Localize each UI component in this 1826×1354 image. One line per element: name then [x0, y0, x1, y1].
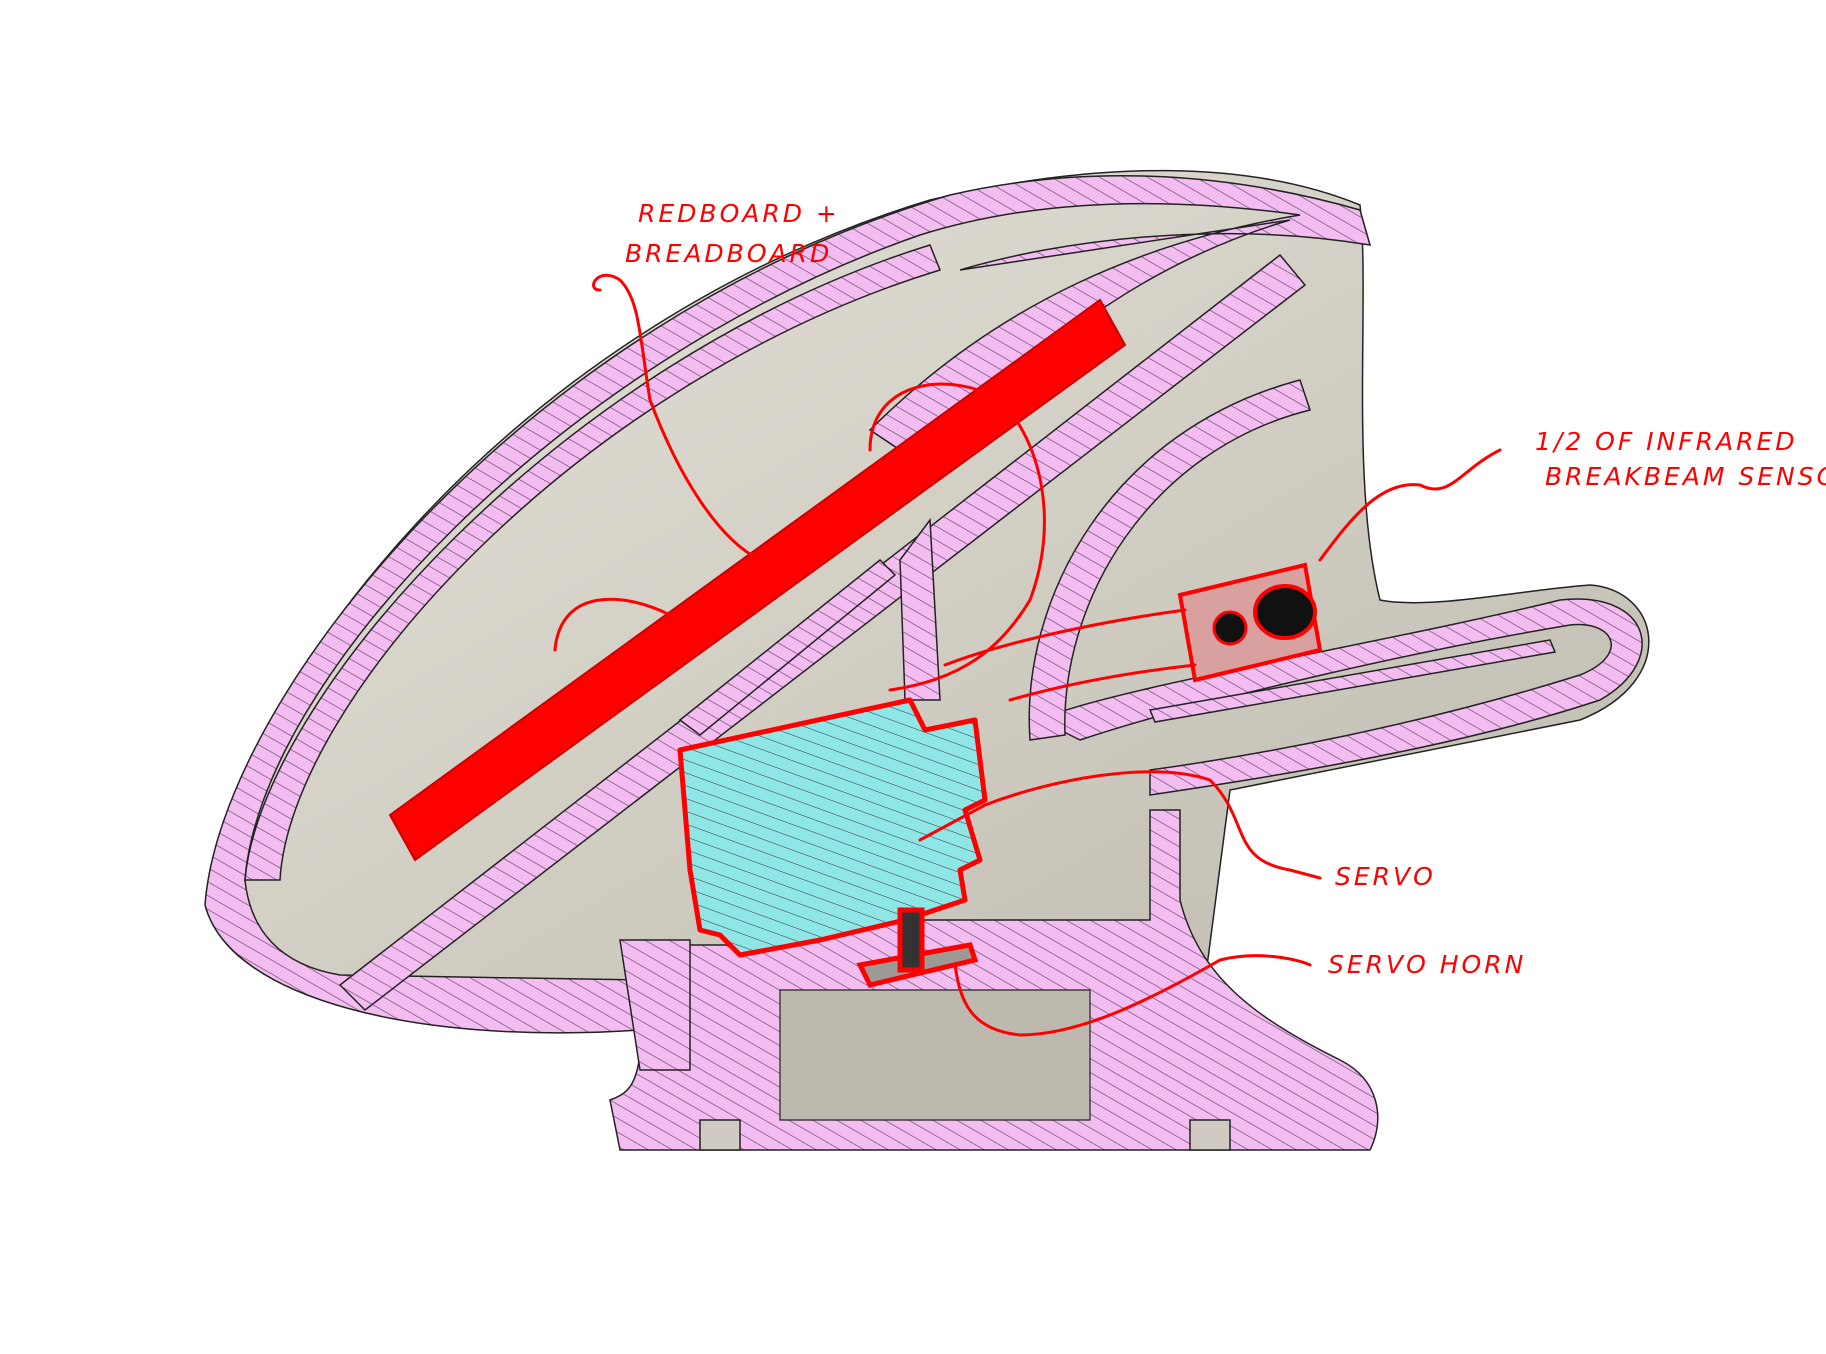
- servo-body: [677, 697, 988, 958]
- sensor-label-line2: BREAKBEAM SENSOR: [1545, 462, 1826, 491]
- servo-horn-label: SERVO HORN: [1328, 950, 1526, 979]
- annotation-labels: REDBOARD + BREADBOARD 1/2 OF INFRARED BR…: [625, 199, 1826, 979]
- redboard-label-line2: BREADBOARD: [625, 239, 832, 268]
- redboard-shape: [388, 298, 1127, 862]
- sensor-shape: [1177, 562, 1323, 683]
- servo-horn-shape: [856, 907, 979, 988]
- redboard-label-line1: REDBOARD +: [638, 199, 840, 228]
- annotation-leaders: [553, 273, 1502, 1037]
- servo-label: SERVO: [1335, 862, 1436, 891]
- sensor-label-line1: 1/2 OF INFRARED: [1535, 427, 1798, 456]
- section-walls: [204, 174, 1643, 1151]
